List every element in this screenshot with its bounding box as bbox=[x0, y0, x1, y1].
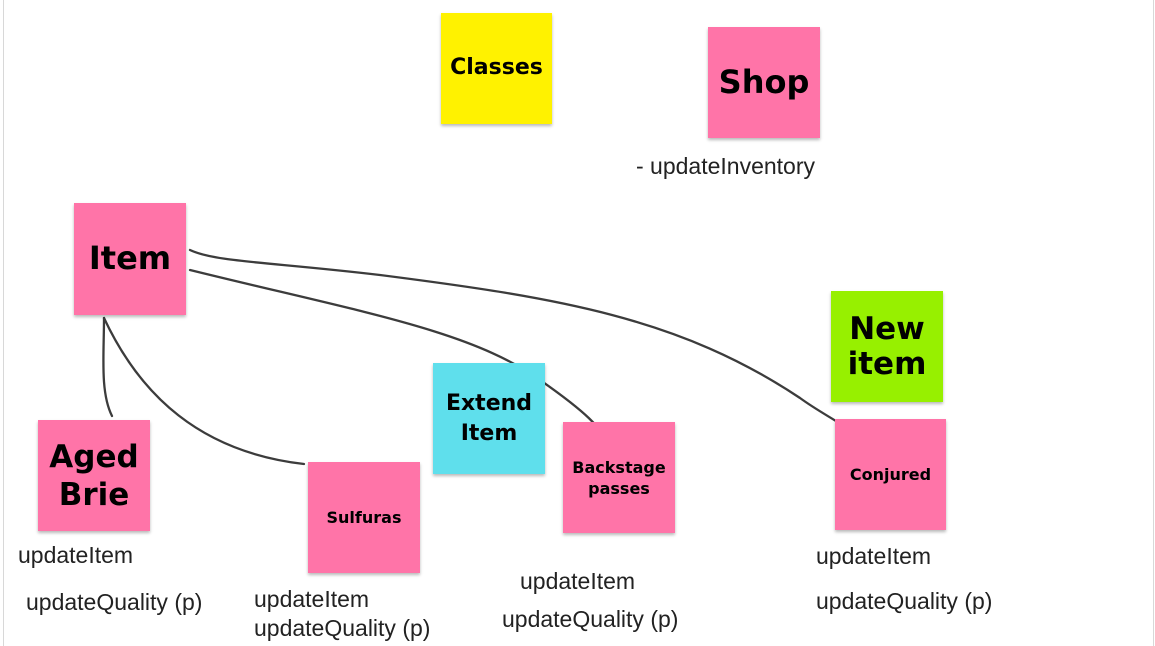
sticky-note-conjured[interactable]: Conjured bbox=[835, 419, 946, 530]
canvas-border-left bbox=[3, 0, 4, 646]
backstage-method-1: updateItem bbox=[520, 568, 636, 594]
sticky-note-sulfuras-label: Sulfuras bbox=[326, 507, 402, 527]
shop-method-label: - updateInventory bbox=[636, 153, 816, 179]
sticky-note-shop[interactable]: Shop bbox=[708, 27, 820, 138]
connector-item-aged-brie bbox=[102, 316, 114, 418]
connector-item-backstage bbox=[188, 268, 619, 460]
backstage-method-2: updateQuality (p) bbox=[502, 606, 679, 632]
connector-item-sulfuras bbox=[102, 316, 306, 466]
sticky-note-conjured-label: Conjured bbox=[849, 464, 932, 484]
connector-item-conjured bbox=[188, 248, 877, 458]
sulfuras-method-1: updateItem bbox=[254, 586, 370, 612]
canvas-border-right bbox=[1153, 0, 1154, 646]
sticky-note-item-label: Item bbox=[88, 239, 172, 278]
sticky-note-classes[interactable]: Classes bbox=[441, 13, 552, 124]
sticky-note-extend-item[interactable]: Extend Item bbox=[433, 363, 545, 474]
sticky-note-classes-label: Classes bbox=[450, 55, 543, 81]
sticky-note-shop-label: Shop bbox=[718, 62, 810, 101]
sticky-note-sulfuras[interactable]: Sulfuras bbox=[308, 462, 420, 573]
sticky-note-backstage-passes[interactable]: Backstage passes bbox=[563, 422, 675, 533]
sticky-note-new-item[interactable]: New item bbox=[831, 291, 943, 402]
sulfuras-method-2: updateQuality (p) bbox=[254, 615, 431, 641]
aged-brie-method-1: updateItem bbox=[18, 542, 134, 568]
sticky-note-item[interactable]: Item bbox=[74, 203, 186, 315]
sticky-note-aged-brie-label: Aged Brie bbox=[49, 438, 139, 513]
sticky-note-backstage-label: Backstage passes bbox=[572, 457, 666, 498]
conjured-method-2: updateQuality (p) bbox=[816, 588, 993, 614]
conjured-method-1: updateItem bbox=[816, 543, 932, 569]
aged-brie-method-2: updateQuality (p) bbox=[26, 589, 203, 615]
sticky-note-extend-item-label: Extend Item bbox=[445, 390, 533, 446]
sticky-note-new-item-label: New item bbox=[847, 311, 927, 382]
sticky-note-aged-brie[interactable]: Aged Brie bbox=[38, 420, 150, 531]
